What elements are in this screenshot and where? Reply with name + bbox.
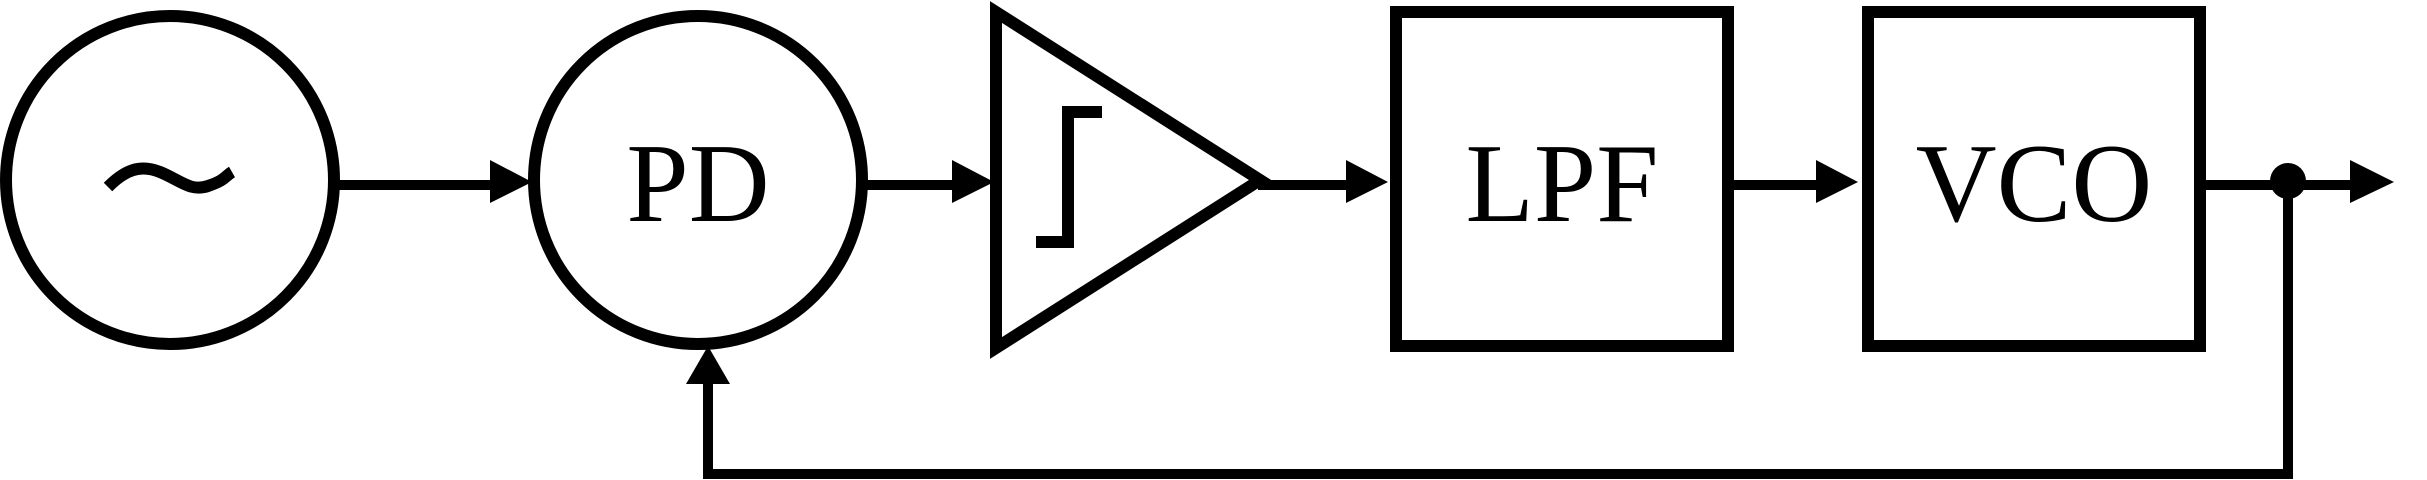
vco-label: VCO	[1916, 122, 2152, 246]
phase-detector-block: PD	[528, 10, 868, 350]
vco-box	[1862, 6, 2206, 352]
wire-pd-to-integrator	[862, 160, 994, 203]
integral-symbol-icon	[1036, 106, 1102, 248]
wire-integrator-to-lpf	[1258, 160, 1388, 203]
phase-detector-label: PD	[626, 122, 769, 246]
low-pass-filter-label: LPF	[1466, 122, 1659, 246]
sine-wave-icon	[103, 162, 236, 194]
vco-block: VCO	[1862, 6, 2206, 352]
low-pass-filter-box	[1390, 6, 1734, 352]
wire-source-to-pd	[334, 160, 532, 203]
integrator-block	[990, 1, 1272, 359]
wire-lpf-to-vco	[1728, 160, 1858, 203]
low-pass-filter-block: LPF	[1390, 6, 1734, 352]
integrator-triangle	[990, 1, 1272, 359]
source-block	[0, 10, 340, 350]
wire-vco-output	[2200, 160, 2394, 203]
wire-feedback-path	[686, 181, 2293, 479]
